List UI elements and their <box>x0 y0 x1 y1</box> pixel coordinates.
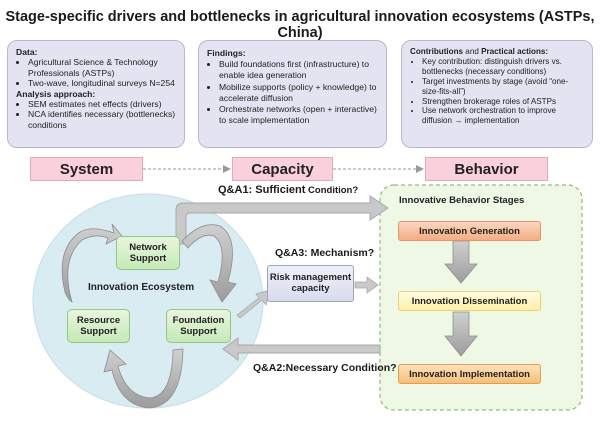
contributions-item: Target investments by stage (avoid “one-… <box>422 77 584 97</box>
analysis-item: SEM estimates net effects (drivers) <box>28 99 176 109</box>
data-heading: Data: <box>16 47 38 57</box>
contributions-heading: Contributions and Practical actions: <box>410 47 584 57</box>
data-box: Data: Agricultural Science & Technology … <box>7 40 185 148</box>
cycle-arrow-left <box>61 223 123 303</box>
qa2-label: Q&A2:Necessary Condition? <box>253 362 397 374</box>
contributions-heading-a: Contributions <box>410 47 464 56</box>
network-support-box: Network Support <box>116 236 180 270</box>
foundation-support-box: Foundation Support <box>166 309 231 343</box>
innovation-dissemination-box: Innovation Dissemination <box>398 291 541 311</box>
qa3-label: Q&A3: Mechanism? <box>275 247 375 259</box>
contributions-box: Contributions and Practical actions: Key… <box>401 40 593 148</box>
dissemination-to-implementation-arrow <box>444 311 478 357</box>
cycle-arrow-bottom <box>103 348 184 409</box>
contributions-item: Use network orchestration to improve dif… <box>422 106 584 126</box>
findings-item: Build foundations first (infrastructure)… <box>219 59 378 81</box>
findings-box: Findings: Build foundations first (infra… <box>198 40 387 148</box>
contributions-item: Key contribution: distinguish drivers vs… <box>422 57 584 77</box>
generation-to-dissemination-arrow <box>444 240 478 284</box>
analysis-heading: Analysis approach: <box>16 88 96 99</box>
risk-to-behavior-arrow <box>354 276 379 294</box>
band-system: System <box>30 157 143 181</box>
cycle-arrow-right <box>181 224 237 303</box>
contributions-item: Strengthen brokerage roles of ASTPs <box>422 97 584 107</box>
qa1-label: Q&A1: Sufficient Condition? <box>218 184 358 196</box>
qa2-return-arrow <box>222 337 381 361</box>
analysis-list: SEM estimates net effects (drivers) NCA … <box>16 99 176 130</box>
qa1-label-bold: Q&A1: Sufficient <box>218 184 306 196</box>
resource-support-box: Resource Support <box>67 309 130 343</box>
band-capacity: Capacity <box>232 157 333 181</box>
findings-list: Build foundations first (infrastructure)… <box>207 59 378 126</box>
findings-item: Mobilize supports (policy + knowledge) t… <box>219 82 378 104</box>
innovation-ecosystem-ellipse <box>32 193 264 409</box>
findings-heading: Findings: <box>207 48 246 58</box>
analysis-item: NCA identifies necessary (bottlenecks) c… <box>28 109 176 130</box>
innovation-ecosystem-label: Innovation Ecosystem <box>88 282 195 293</box>
data-item: Agricultural Science & Technology Profes… <box>28 57 176 78</box>
contributions-heading-and: and <box>463 47 482 56</box>
findings-item: Orchestrate networks (open + interactive… <box>219 104 378 126</box>
contributions-list: Key contribution: distinguish drivers vs… <box>410 57 584 126</box>
innovation-implementation-box: Innovation Implementation <box>398 364 541 384</box>
data-item: Two-wave, longitudinal surveys N=254 <box>28 78 176 88</box>
band-behavior: Behavior <box>425 157 548 181</box>
page-title: Stage-specific drivers and bottlenecks i… <box>5 9 595 41</box>
qa1-label-rest: Condition? <box>305 185 359 196</box>
contributions-heading-b: Practical actions: <box>481 47 549 56</box>
qa1-flow-arrow <box>175 195 389 245</box>
innovation-generation-box: Innovation Generation <box>398 221 541 241</box>
data-list: Agricultural Science & Technology Profes… <box>16 57 176 88</box>
ecosystem-to-risk-arrow <box>236 289 271 319</box>
behavior-panel-title: Innovative Behavior Stages <box>399 195 525 206</box>
risk-management-capacity-box: Risk management capacity <box>267 265 354 302</box>
